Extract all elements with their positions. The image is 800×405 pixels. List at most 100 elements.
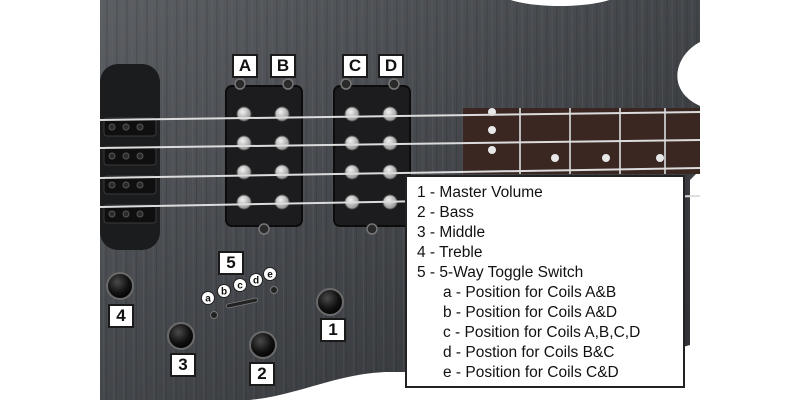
switch-position-marker	[217, 284, 231, 298]
pickup-screws	[234, 78, 400, 235]
pole-piece	[236, 164, 252, 180]
legend-subitem-c: c - Position for Coils A,B,C,D	[443, 324, 641, 341]
saddle-screw	[108, 123, 116, 131]
pickup-screw	[388, 78, 400, 90]
pole-piece	[274, 164, 290, 180]
toggle-switch	[210, 286, 278, 319]
pole-piece	[236, 135, 252, 151]
inlay-dot	[488, 146, 496, 154]
legend-item-3: 3 - Middle	[417, 224, 486, 241]
saddle-screw	[108, 210, 116, 218]
string	[99, 167, 701, 179]
pole-piece	[382, 164, 398, 180]
legend-subitem-b: b - Position for Coils A&D	[443, 304, 618, 321]
legend-subitem-text: Postion for Coils B&C	[465, 344, 615, 361]
legend-subitem-letter: b	[443, 304, 452, 321]
legend-box: 1 - Master Volume 2 - Bass 3 - Middle 4 - T…	[405, 175, 685, 388]
legend-item-4: 4 - Treble	[417, 244, 483, 261]
control-label-2: 2	[249, 362, 275, 386]
coil-label-a: A	[232, 54, 258, 78]
switch-position-letter: c	[237, 281, 243, 292]
legend-subitem-text: Position for Coils C&D	[465, 364, 619, 381]
saddle-screw	[136, 210, 144, 218]
pole-piece	[274, 106, 290, 122]
knob	[316, 288, 344, 316]
pickup-screw	[258, 223, 270, 235]
pickup-screw	[340, 78, 352, 90]
control-label-3: 3	[170, 353, 196, 377]
switch-position-letter: e	[267, 270, 273, 281]
coil-label-d: D	[378, 54, 404, 78]
switch-position-letter: a	[205, 294, 211, 305]
control-knobs	[106, 272, 344, 359]
legend-item-text: Treble	[439, 244, 483, 261]
coil-label-c: C	[342, 54, 368, 78]
control-label-5: 5	[218, 251, 244, 275]
pole-piece	[382, 106, 398, 122]
saddle-screw	[108, 152, 116, 160]
saddle-screw	[136, 152, 144, 160]
legend-subitem-letter: a	[443, 284, 452, 301]
legend-subitem-letter: d	[443, 344, 452, 361]
legend-item-number: 3	[417, 224, 426, 241]
legend-subitem-a: a - Position for Coils A&B	[443, 284, 617, 301]
legend-item-number: 1	[417, 184, 426, 201]
knob	[106, 272, 134, 300]
strings	[99, 111, 701, 208]
legend-subitem-d: d - Postion for Coils B&C	[443, 344, 615, 361]
control-label-4: 4	[108, 304, 134, 328]
pickup-screw	[366, 223, 378, 235]
pickup-screw	[234, 78, 246, 90]
pole-piece	[236, 194, 252, 210]
legend-item-text: 5-Way Toggle Switch	[439, 264, 584, 281]
switch-position-marker	[233, 278, 247, 292]
legend-item-number: 5	[417, 264, 426, 281]
saddle	[103, 117, 157, 137]
saddle	[103, 175, 157, 195]
pole-piece	[274, 135, 290, 151]
pole-piece	[344, 106, 360, 122]
pole-piece	[382, 135, 398, 151]
inlay-dot	[551, 154, 559, 162]
legend-item-text: Master Volume	[439, 184, 543, 201]
switch-position-letter: d	[253, 276, 259, 287]
pole-piece	[344, 164, 360, 180]
bridge-saddles	[103, 117, 157, 224]
switch-position-marker	[201, 291, 215, 305]
legend-subitem-text: Position for Coils A,B,C,D	[464, 324, 641, 341]
knob	[167, 322, 195, 350]
pickup-screw	[282, 78, 294, 90]
pole-piece	[274, 194, 290, 210]
saddle-screw	[122, 210, 130, 218]
body-cutout	[510, 0, 610, 6]
legend-item-text: Bass	[439, 204, 474, 221]
legend-subitem-text: Position for Coils A&D	[465, 304, 618, 321]
switch-position-marker	[249, 273, 263, 287]
pole-piece	[344, 135, 360, 151]
inlay-dot	[602, 154, 610, 162]
legend-item-1: 1 - Master Volume	[417, 184, 543, 201]
inlay-dot	[656, 154, 664, 162]
saddle-screw	[122, 181, 130, 189]
inlay-dot	[488, 126, 496, 134]
legend-subitem-letter: c	[443, 324, 451, 341]
saddle-screw	[122, 152, 130, 160]
saddle-screw	[108, 181, 116, 189]
saddle-screw	[122, 123, 130, 131]
saddle	[103, 204, 157, 224]
saddle-screw	[136, 181, 144, 189]
legend-item-number: 2	[417, 204, 426, 221]
coil-label-b: B	[270, 54, 296, 78]
string	[99, 139, 701, 149]
legend-item-text: Middle	[439, 224, 486, 241]
legend-subitem-text: Position for Coils A&B	[465, 284, 617, 301]
legend-subitem-e: e - Position for Coils C&D	[443, 364, 619, 381]
control-label-1: 1	[320, 318, 346, 342]
knob	[249, 331, 277, 359]
switch-position-letter: b	[221, 287, 227, 298]
legend-item-number: 4	[417, 244, 426, 261]
legend-item-2: 2 - Bass	[417, 204, 474, 221]
saddle-screw	[136, 123, 144, 131]
